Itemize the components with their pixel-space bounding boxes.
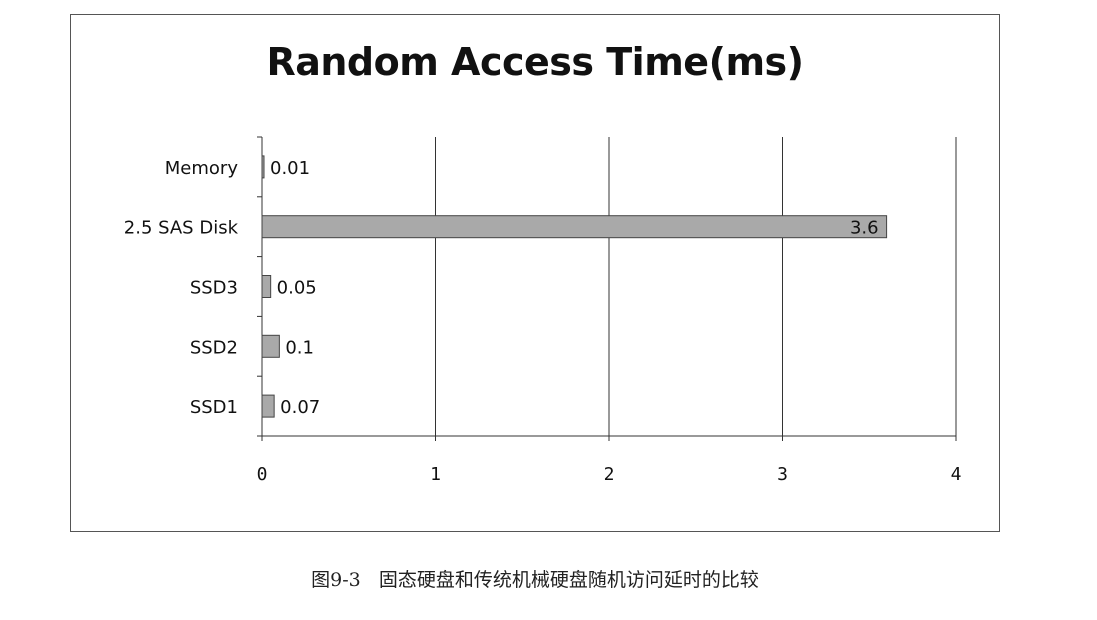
figure-number: 图9-3 <box>311 569 361 591</box>
bar <box>261 334 280 358</box>
figure-caption-text: 固态硬盘和传统机械硬盘随机访问延时的比较 <box>378 569 759 591</box>
chart-title: Random Access Time(ms) <box>266 40 804 84</box>
category-label: Memory <box>165 158 239 179</box>
x-tick-label: 2 <box>604 464 615 485</box>
chart-frame <box>70 14 1000 532</box>
x-tick-label: 0 <box>257 464 268 485</box>
data-label: 3.6 <box>850 218 879 239</box>
category-label: SSD1 <box>190 397 238 418</box>
figure-caption: 图9-3 固态硬盘和传统机械硬盘随机访问延时的比较 <box>0 565 1070 592</box>
bar <box>261 215 888 239</box>
bar <box>261 394 275 418</box>
x-tick-label: 4 <box>951 464 962 485</box>
category-label: 2.5 SAS Disk <box>124 218 239 239</box>
category-label: SSD3 <box>190 278 238 299</box>
bar <box>261 275 272 298</box>
data-label: 0.01 <box>270 158 310 179</box>
data-label: 0.1 <box>285 337 314 358</box>
x-tick-label: 3 <box>777 464 788 485</box>
data-label: 0.07 <box>280 397 320 418</box>
category-label: SSD2 <box>190 337 238 358</box>
x-tick-label: 1 <box>430 464 441 485</box>
data-label: 0.05 <box>277 278 317 299</box>
bar <box>261 155 265 179</box>
